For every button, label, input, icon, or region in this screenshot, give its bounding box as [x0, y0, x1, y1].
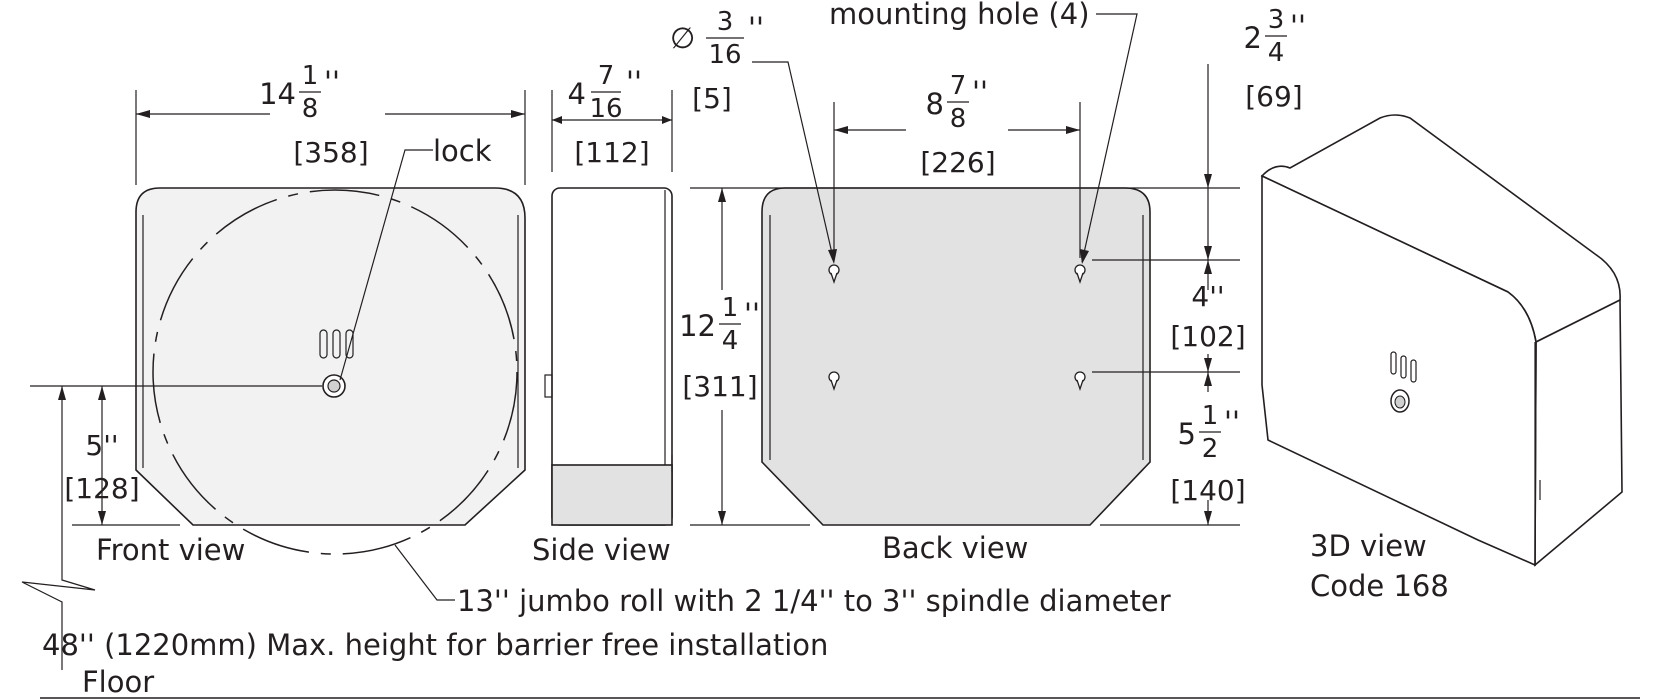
- side-view: 4 7 16 '' [112] Side view: [532, 61, 673, 567]
- hole-spacing-dimension: 8 7 8 '' [226]: [920, 71, 995, 179]
- svg-text:[5]: [5]: [692, 82, 732, 115]
- svg-text:'': '': [744, 297, 760, 331]
- side-view-label: Side view: [532, 533, 671, 567]
- svg-text:1: 1: [722, 293, 739, 323]
- svg-text:8: 8: [302, 94, 319, 124]
- back-view: 8 7 8 '' [226] ∅ 3 16 '' [5] mounting ho…: [670, 0, 1306, 565]
- diameter-icon: ∅: [670, 21, 695, 55]
- svg-text:8: 8: [926, 87, 944, 121]
- hole-vertical-dimension: 4'' [102]: [1170, 280, 1245, 353]
- svg-text:[311]: [311]: [682, 370, 757, 403]
- svg-text:4: 4: [568, 77, 586, 111]
- keyhole-icon: [828, 264, 840, 285]
- svg-text:12: 12: [679, 309, 716, 343]
- mounting-hole-label: mounting hole (4): [829, 0, 1090, 31]
- height-dimension: 12 1 4 '' [311]: [679, 293, 760, 403]
- svg-text:3: 3: [1268, 5, 1285, 35]
- svg-text:8: 8: [950, 104, 967, 134]
- product-code: Code 168: [1310, 569, 1449, 603]
- max-height-label: 48'' (1220mm) Max. height for barrier fr…: [42, 628, 828, 662]
- three-d-view: 3D view Code 168: [1260, 114, 1623, 603]
- svg-text:5'': 5'': [85, 429, 118, 462]
- front-body: [135, 187, 526, 526]
- svg-text:2: 2: [1244, 21, 1262, 55]
- keyhole-icon: [1074, 371, 1086, 392]
- front-view-label: Front view: [96, 533, 245, 567]
- svg-text:[226]: [226]: [920, 146, 995, 179]
- back-view-label: Back view: [882, 531, 1028, 565]
- front-view: lock 13'' jumbo roll with 2 1/4'' to 3''…: [21, 61, 1171, 670]
- svg-text:[140]: [140]: [1170, 474, 1245, 507]
- svg-text:4: 4: [1268, 38, 1285, 68]
- svg-text:[112]: [112]: [574, 136, 649, 169]
- svg-text:16: 16: [708, 40, 741, 70]
- side-bottom-panel: [551, 464, 673, 526]
- keyhole-icon: [1074, 264, 1086, 285]
- svg-text:[358]: [358]: [293, 136, 368, 169]
- svg-text:7: 7: [598, 61, 615, 91]
- back-body: [761, 187, 1151, 526]
- lock-label: lock: [433, 134, 492, 168]
- svg-text:[69]: [69]: [1245, 80, 1302, 113]
- three-d-view-label: 3D view: [1310, 529, 1427, 563]
- svg-text:[128]: [128]: [64, 472, 139, 505]
- svg-text:14: 14: [259, 77, 296, 111]
- svg-text:[102]: [102]: [1170, 320, 1245, 353]
- svg-text:1: 1: [302, 61, 319, 91]
- floor-label: Floor: [82, 665, 154, 699]
- keyhole-icon: [828, 371, 840, 392]
- hole-diameter-dimension: ∅ 3 16 '' [5]: [670, 7, 764, 115]
- width-dimension: 14 1 8 '' [358]: [259, 61, 369, 169]
- svg-text:'': '': [972, 75, 988, 109]
- svg-text:16: 16: [589, 94, 622, 124]
- svg-text:4'': 4'': [1191, 280, 1224, 313]
- roll-outline: [152, 189, 518, 555]
- svg-text:4: 4: [722, 326, 739, 356]
- svg-text:'': '': [748, 11, 764, 45]
- top-to-hole-dimension: 2 3 4 '' [69]: [1244, 5, 1306, 113]
- svg-text:5: 5: [1178, 417, 1196, 451]
- svg-text:'': '': [324, 65, 340, 99]
- svg-text:1: 1: [1202, 401, 1219, 431]
- svg-text:2: 2: [1202, 434, 1219, 464]
- svg-text:7: 7: [950, 71, 967, 101]
- svg-text:'': '': [1224, 405, 1240, 439]
- mounting-holes: [828, 264, 1086, 392]
- svg-text:'': '': [626, 65, 642, 99]
- front-slots: [319, 329, 354, 359]
- svg-text:3: 3: [717, 7, 734, 37]
- hole-to-bottom-dimension: 5 1 2 '' [140]: [1170, 401, 1245, 507]
- depth-dimension: 4 7 16 '' [112]: [568, 61, 650, 169]
- roll-label: 13'' jumbo roll with 2 1/4'' to 3'' spin…: [457, 584, 1171, 618]
- lock-height-dimension: 5'' [128]: [64, 429, 139, 505]
- svg-text:'': '': [1290, 9, 1306, 43]
- three-d-slots: [1390, 351, 1417, 383]
